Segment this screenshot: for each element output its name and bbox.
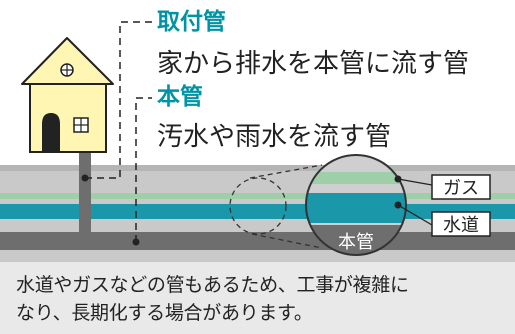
honkan-description: 汚水や雨水を流す管 bbox=[157, 122, 391, 152]
water-label-box bbox=[431, 211, 491, 237]
toritsuke-title: 取付管 bbox=[157, 8, 226, 35]
house-connection-pipe bbox=[79, 150, 91, 234]
caption-box: 水道やガスなどの管もあるため、工事が複雑に なり、長期化する場合があります。 bbox=[0, 262, 515, 334]
water-label: 水道 bbox=[443, 215, 479, 236]
magnified-view bbox=[305, 154, 407, 256]
toritsuke-leader bbox=[85, 21, 152, 179]
honkan-title: 本管 bbox=[157, 83, 203, 110]
toritsuke-dot bbox=[81, 174, 89, 182]
zoom-line-top bbox=[249, 164, 323, 179]
toritsuke-description: 家から排水を本管に流す管 bbox=[157, 49, 469, 79]
gas-label-box bbox=[431, 174, 491, 200]
zoom-line-bottom bbox=[251, 233, 323, 249]
honkan-leader bbox=[135, 97, 152, 242]
main-pipe-label: 本管 bbox=[338, 232, 374, 253]
ground-top-band bbox=[0, 165, 515, 171]
gas-pipe bbox=[0, 193, 515, 199]
caption-line-2: なり、長期化する場合があります。 bbox=[16, 302, 313, 324]
caption-line-1: 水道やガスなどの管もあるため、工事が複雑に bbox=[16, 274, 409, 296]
pipe-diagram: ガス 水道 本管 取付管 家から排水を本管に流す管 本管 汚水や雨水を流す管 bbox=[0, 8, 515, 262]
honkan-dot bbox=[132, 238, 140, 246]
gas-label: ガス bbox=[443, 178, 479, 199]
zoom-source-circle bbox=[229, 177, 287, 235]
house bbox=[21, 37, 114, 153]
door-icon bbox=[42, 113, 60, 152]
